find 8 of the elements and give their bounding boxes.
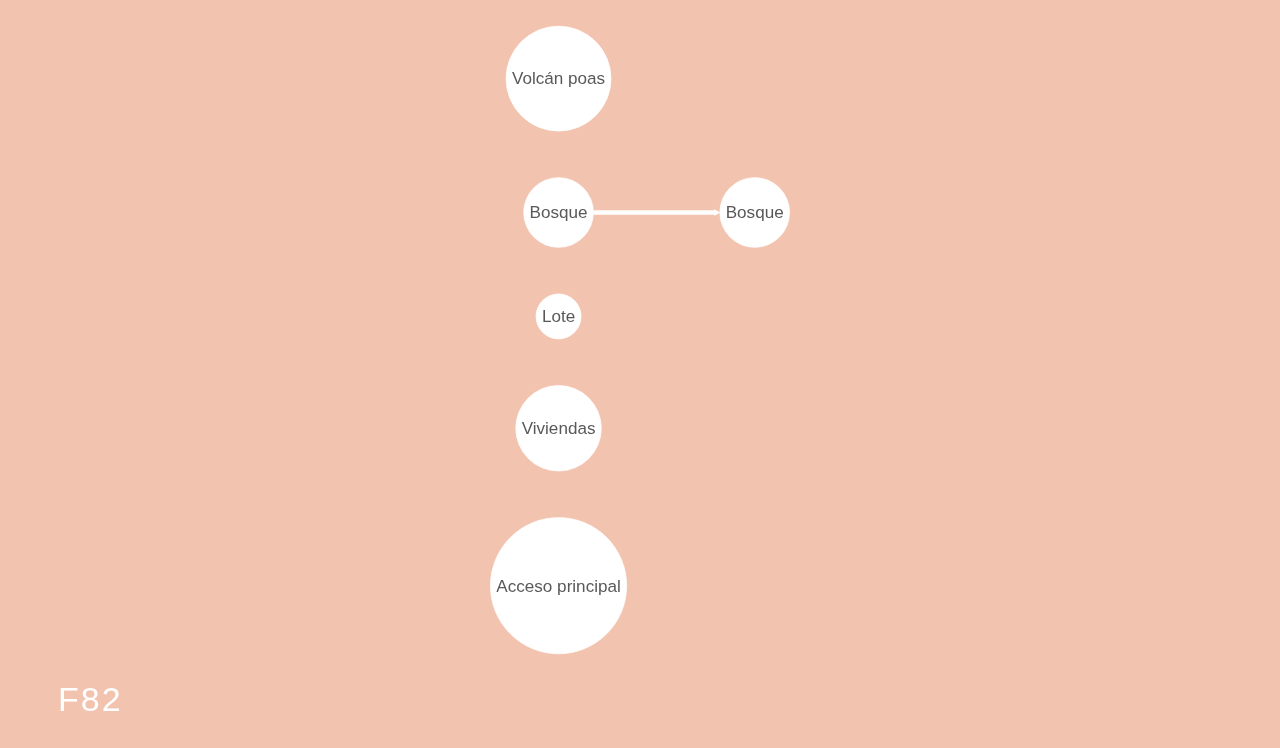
node-circle: Lote	[535, 293, 582, 340]
figure-number: F82	[58, 680, 123, 719]
node-circle: Bosque	[719, 177, 790, 248]
node-circle: Bosque	[523, 177, 594, 248]
arrow	[593, 209, 721, 216]
node-circle: Acceso principal	[490, 517, 627, 655]
node-circle: Viviendas	[515, 385, 602, 472]
node-circle: Volcán poas	[505, 25, 612, 132]
